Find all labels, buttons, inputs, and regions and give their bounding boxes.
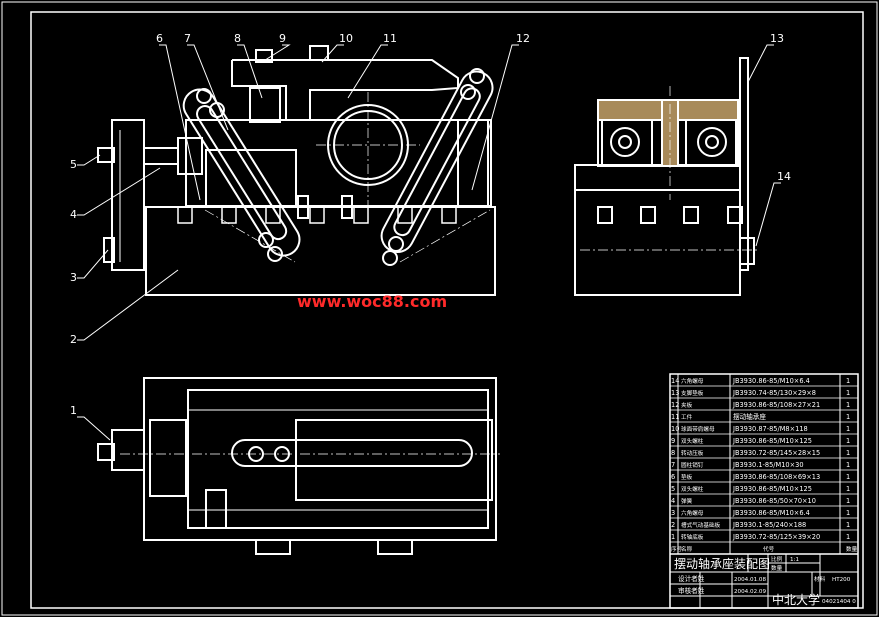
bom-cell-name: 支脚垫板 [681,389,704,397]
bom-cell-no: 9 [671,437,675,445]
callout-11: 11 [383,32,397,45]
checker-label: 审核者姓 [678,586,705,595]
bom-cell-qty: 1 [846,425,850,433]
bom-cell-spec: JB3930.86-85/M10×125 [732,437,812,445]
bom-cell-no: 4 [671,497,675,505]
top-view [97,377,497,555]
callout-14: 14 [777,170,791,183]
bom-cell-name: 槽式气动基础板 [681,521,721,529]
bom-cell-spec: JB3930.1-85/240×188 [732,521,806,529]
bom-cell-name: 夹板 [681,401,693,409]
bom-cell-name: 垫板 [681,473,693,481]
bom-cell-no: 12 [671,401,679,409]
bom-cell-qty: 1 [846,533,850,541]
bom-cell-no: 11 [671,413,679,421]
bom-cell-no: 14 [671,377,679,385]
bom-cell-qty: 1 [846,521,850,529]
bom-cell-name: 双头螺柱 [681,485,704,493]
bom-cell-spec: JB3930.86-85/M10×6.4 [732,509,810,517]
bom-cell-name: 六角螺母 [681,377,704,385]
bom-cell-no: 1 [671,533,675,541]
bom-cell-spec: JB3930.86-85/M10×6.4 [732,377,810,385]
callout-4: 4 [70,208,77,221]
bom-header-qty: 数量 [846,545,858,553]
bom-cell-qty: 1 [846,497,850,505]
drawing-number: 04021404 0 [822,599,856,605]
callout-6: 6 [156,32,163,45]
bom-cell-no: 2 [671,521,675,529]
scale-value: 1:1 [790,557,799,563]
bom-cell-qty: 1 [846,401,850,409]
title-block [670,554,858,608]
material-value: HT200 [832,577,851,583]
callout-9: 9 [279,32,286,45]
bom-cell-spec: JB3930.86-85/108×27×21 [732,401,820,409]
front-center-lines [204,92,491,263]
bom-cell-spec: JB3930.72-85/145×28×15 [732,449,820,457]
bom-cell-name: 球面带肩螺母 [681,425,715,433]
bom-cell-spec: JB3930.86-85/108×69×13 [732,473,820,481]
bom-cell-no: 3 [671,509,675,517]
bom-cell-qty: 1 [846,377,850,385]
callout-3: 3 [70,271,77,284]
designer-date: 2004.01.08 [734,577,766,583]
bom-cell-qty: 1 [846,413,850,421]
bom-cell-spec: JB3930.72-85/125×39×20 [732,533,820,541]
material-label: 材料 [814,575,826,583]
callout-10: 10 [339,32,353,45]
leader-lines [77,44,781,441]
bom-cell-spec: JB3930.1-85/M10×30 [732,461,804,469]
bom-cell-name: 圆柱销钉 [681,461,704,469]
bom-cell-no: 8 [671,449,675,457]
bom-cell-no: 6 [671,473,675,481]
front-view [97,45,496,296]
callout-1: 1 [70,404,77,417]
bom-cell-qty: 1 [846,461,850,469]
callout-12: 12 [516,32,530,45]
bom-cell-qty: 1 [846,437,850,445]
bom-cell-spec: JB3930.74-85/130×29×8 [732,389,816,397]
callout-7: 7 [184,32,191,45]
bom-cell-qty: 1 [846,389,850,397]
bom-cell-name: 弹簧 [681,497,693,505]
bom-cell-qty: 1 [846,449,850,457]
side-view [574,57,755,296]
bom-cell-spec: JB3930.86-85/50×70×10 [732,497,816,505]
callout-5: 5 [70,158,77,171]
bom-cell-name: 双头螺柱 [681,437,704,445]
watermark-text: www.woc88.com [297,292,447,311]
designer-label: 设计者姓 [678,574,705,583]
bom-cell-name: 工件 [681,413,693,421]
inner-frame [30,11,864,609]
bom-header-no: 序号 [671,545,683,553]
bom-cell-spec: 摆动轴承座 [733,412,766,421]
bom-cell-qty: 1 [846,473,850,481]
bom-cell-no: 13 [671,389,679,397]
sheet-label: 数量 [771,564,783,572]
bom-cell-name: 转动压板 [681,449,704,457]
scale-label: 比例 [771,555,783,563]
school-name: 中北大学 [772,592,820,607]
bom-header-spec: 代号 [763,545,775,553]
callout-8: 8 [234,32,241,45]
checker-date: 2004.02.09 [734,589,766,595]
bom-cell-no: 10 [671,425,679,433]
drawing-title: 摆动轴承座装配图 [674,556,770,571]
bom-cell-name: 转轴底板 [681,533,704,541]
bom-cell-qty: 1 [846,485,850,493]
callout-13: 13 [770,32,784,45]
side-center-lines [580,86,760,251]
bom-cell-qty: 1 [846,509,850,517]
bom-table [669,373,859,609]
bom-cell-no: 7 [671,461,675,469]
bom-cell-spec: JB3930.86-85/M10×125 [732,485,812,493]
bom-cell-spec: JB3930.87-85/M8×118 [732,425,808,433]
bom-cell-no: 5 [671,485,675,493]
bom-cell-name: 六角螺母 [681,509,704,517]
callout-2: 2 [70,333,77,346]
bom-header-name: 名称 [681,545,693,553]
